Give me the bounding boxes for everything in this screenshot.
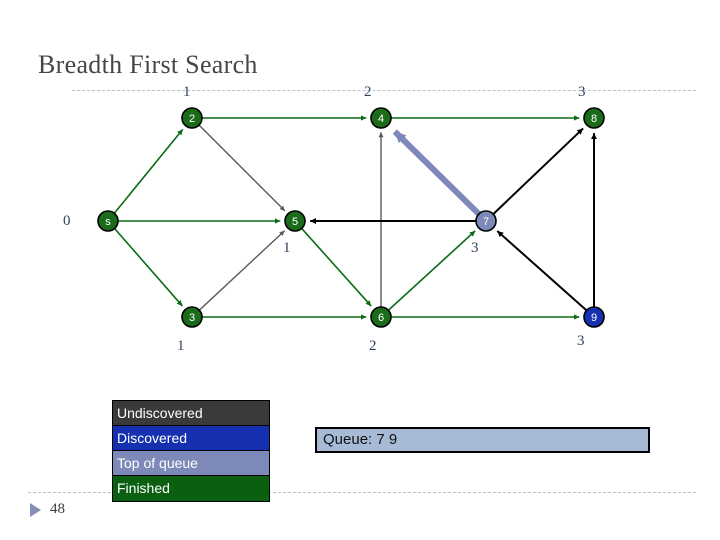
graph-node: 5 [284,210,306,232]
graph-node: 3 [181,306,203,328]
graph-node: 9 [583,306,605,328]
graph-node: 4 [370,107,392,129]
node-circle [181,306,203,328]
node-label: 4 [378,113,384,125]
node-circle [475,210,497,232]
index-label: 3 [578,84,586,100]
node-circle [583,107,605,129]
node-label: s [105,216,111,228]
index-label: 0 [63,213,71,229]
graph-node: 6 [370,306,392,328]
node-circle [181,107,203,129]
graph-node: 2 [181,107,203,129]
graph-edge [198,230,286,311]
graph-edge [387,230,476,311]
node-circle [284,210,306,232]
play-triangle-icon [30,502,41,517]
graph-edges [113,115,597,320]
node-label: 8 [591,113,597,125]
node-label: 7 [483,216,489,228]
graph-edge [492,127,584,215]
index-label: 2 [369,338,377,354]
graph-edge [392,129,481,217]
graph-node: s [97,210,119,232]
index-label: 1 [183,84,191,100]
node-label: 6 [378,312,384,324]
index-label: 1 [283,240,291,256]
slide-footer: 48 [30,501,65,518]
queue-display: Queue: 7 9 [315,427,650,453]
top-dashed-rule [72,90,696,91]
node-label: 5 [292,216,298,228]
node-label: 2 [189,113,195,125]
page-number: 48 [50,501,65,517]
graph-edge [113,227,183,307]
legend-item: Discovered [113,426,269,451]
legend-item: Top of queue [113,451,269,476]
index-label: 3 [471,240,479,256]
legend-item: Undiscovered [113,401,269,426]
graph-edge [301,227,372,307]
node-circle [583,306,605,328]
node-circle [97,210,119,232]
graph-edge [198,124,286,212]
bottom-dashed-rule [28,492,696,493]
index-label: 2 [364,84,372,100]
graph-node: 8 [583,107,605,129]
node-label: 9 [591,312,597,324]
page-title: Breadth First Search [38,50,258,79]
node-circle [370,107,392,129]
graph-edge [113,128,184,214]
legend-item: Finished [113,476,269,501]
node-circle [370,306,392,328]
node-label: 3 [189,312,195,324]
graph-edge [496,230,588,312]
graph-node: 7 [475,210,497,232]
index-label: 1 [177,338,185,354]
index-label: 3 [577,333,585,349]
